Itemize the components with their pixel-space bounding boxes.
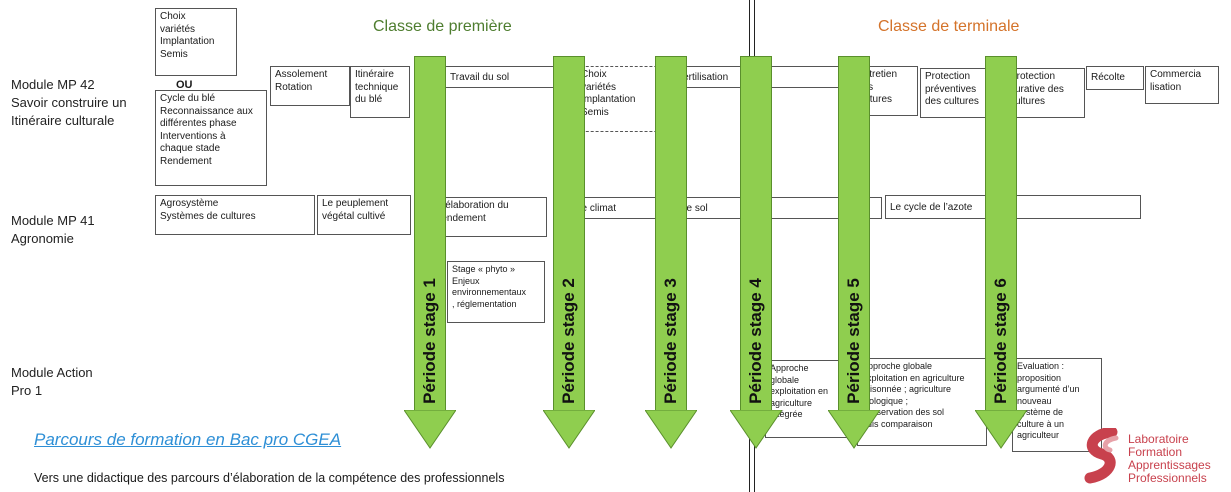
header-classe-premiere: Classe de première [373, 18, 512, 35]
box-elaboration-rendement: L’élaboration du rendement [433, 197, 547, 237]
box-assolement: Assolement Rotation [270, 66, 350, 106]
arrow-head-1 [404, 410, 456, 449]
stage-label-3: Période stage 3 [661, 278, 680, 404]
box-cycle-du-ble: Cycle du blé Reconnaissance aux différen… [155, 90, 267, 186]
ou-label: OU [176, 79, 193, 91]
laboratoire-logo-icon [1084, 428, 1119, 484]
laboratoire-logo-text: Laboratoire Formation Apprentissages Pro… [1128, 432, 1211, 485]
module-mp41-label: Module MP 41 Agronomie [11, 213, 95, 246]
box-choix-varietes-1: Choix variétés Implantation Semis [155, 8, 237, 76]
stage-label-6: Période stage 6 [991, 278, 1010, 404]
box-stage-phyto: Stage « phyto » Enjeux environnementaux … [447, 261, 545, 323]
arrow-head-2 [543, 410, 595, 449]
module-action-label: Module Action Pro 1 [11, 365, 93, 398]
parcours-title-link[interactable]: Parcours de formation en Bac pro CGEA [34, 430, 342, 449]
stage-arrow-4: Période stage 4 [730, 56, 782, 450]
arrow-head-6 [975, 410, 1027, 449]
module-mp42-label: Module MP 42 Savoir construire un Itinér… [11, 77, 127, 128]
box-itineraire-technique: Itinéraire technique du blé [350, 66, 410, 118]
stage-label-2: Période stage 2 [559, 278, 578, 404]
box-agrosysteme: Agrosystème Systèmes de cultures [155, 195, 315, 235]
stage-arrow-2: Période stage 2 [543, 56, 595, 450]
arrow-head-4 [730, 410, 782, 449]
stage-arrow-6: Période stage 6 [975, 56, 1027, 450]
box-commercialisation: Commercia lisation [1145, 66, 1219, 104]
stage-arrow-1: Période stage 1 [404, 56, 456, 450]
stage-label-5: Période stage 5 [844, 278, 863, 404]
stage-arrow-3: Période stage 3 [645, 56, 697, 450]
box-protection-preventives: Protection préventives des cultures [920, 68, 988, 118]
box-peuplement-vegetal: Le peuplement végétal cultivé [317, 195, 411, 235]
stage-label-4: Période stage 4 [746, 278, 765, 404]
didactique-subtitle: Vers une didactique des parcours d’élabo… [34, 471, 505, 485]
arrow-head-5 [828, 410, 880, 449]
stage-label-1: Période stage 1 [420, 278, 439, 404]
box-recolte: Récolte [1086, 66, 1144, 90]
header-classe-terminale: Classe de terminale [878, 18, 1020, 35]
arrow-head-3 [645, 410, 697, 449]
stage-arrow-5: Période stage 5 [828, 56, 880, 450]
